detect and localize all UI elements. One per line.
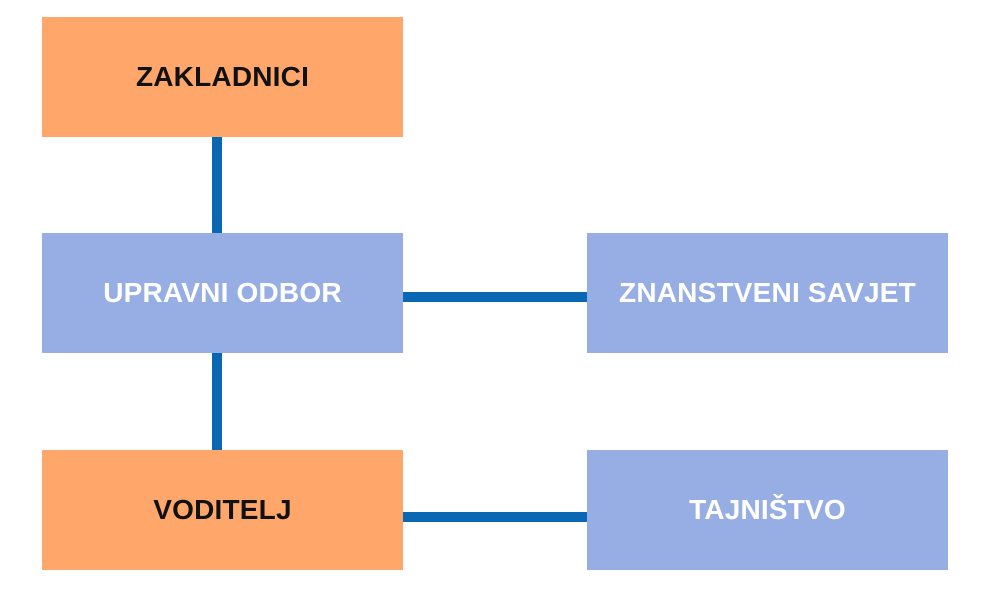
node-znanstveni-savjet: ZNANSTVENI SAVJET	[587, 233, 948, 353]
node-voditelj: VODITELJ	[42, 450, 403, 570]
connector-upravni-odbor-znanstveni-savjet	[402, 292, 588, 302]
node-upravni-odbor: UPRAVNI ODBOR	[42, 233, 403, 353]
connector-zakladnici-upravni-odbor	[212, 137, 222, 234]
node-tajnistvo: TAJNIŠTVO	[587, 450, 948, 570]
node-zakladnici: ZAKLADNICI	[42, 17, 403, 137]
connector-voditelj-tajnistvo	[402, 512, 588, 522]
connector-upravni-odbor-voditelj	[212, 353, 222, 450]
